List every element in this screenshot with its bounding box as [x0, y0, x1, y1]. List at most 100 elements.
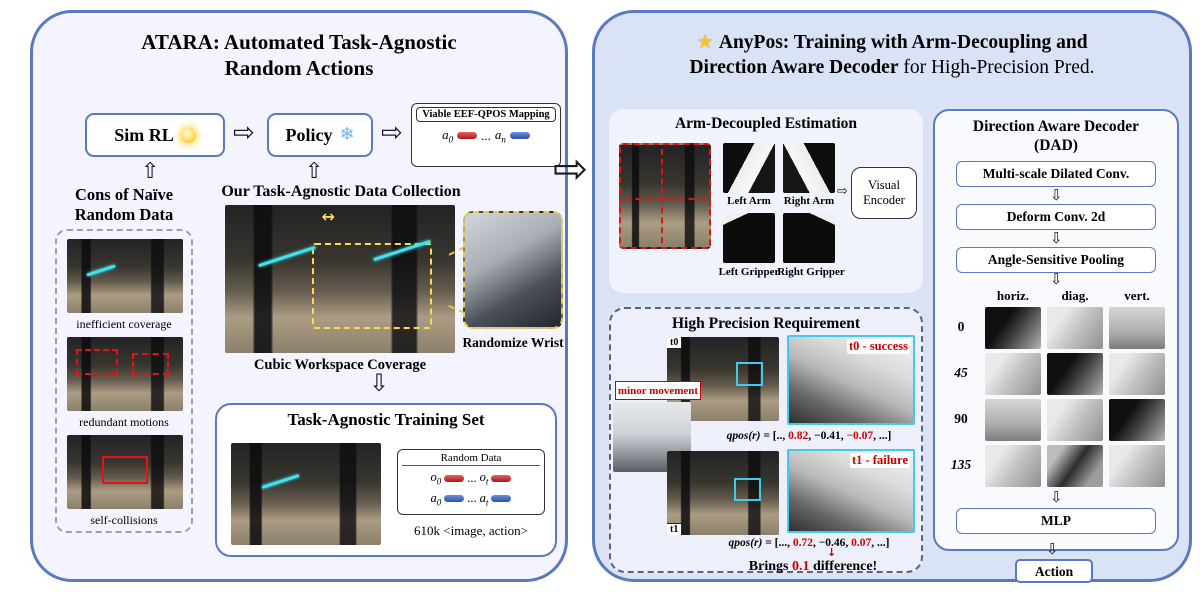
- arrow-leftright-icon: [322, 209, 335, 225]
- eq-open: = [..,: [760, 430, 786, 442]
- eq-value-red: 0.72: [792, 537, 813, 549]
- obs-token-o0: o0: [431, 470, 442, 487]
- token-base: o: [430, 470, 437, 484]
- brings-value: 0.1: [791, 559, 810, 574]
- visual-encoder-box: Visual Encoder: [851, 167, 917, 219]
- act-token-a0: a0: [431, 491, 442, 508]
- eq-close: , ...]: [873, 430, 892, 442]
- dad-block-angle-pooling: Angle-Sensitive Pooling: [956, 247, 1156, 273]
- anypos-title-bold2: Direction Aware Decoder: [689, 57, 899, 78]
- t0-result-label: t0 - success: [846, 339, 910, 354]
- orientation-tile: [1047, 353, 1103, 395]
- dad-title-line2: (DAD): [1034, 137, 1078, 154]
- randomize-wrist-photo: [463, 211, 563, 329]
- red-dashed-line: [661, 149, 664, 243]
- t1-tag: t1: [667, 523, 683, 535]
- orientation-tile: [985, 353, 1041, 395]
- observation-token-row: o0 ... o t: [402, 470, 540, 487]
- action-box: Action: [1015, 559, 1093, 583]
- token-base: a: [479, 490, 486, 505]
- arrow-up-icon: [305, 161, 323, 183]
- brings-prefix: Brings: [748, 559, 792, 574]
- blue-pill-icon: [444, 495, 465, 503]
- arrow-down-icon: [1050, 490, 1063, 505]
- mapping-title: Viable EEF-QPOS Mapping: [416, 107, 556, 122]
- arrow-down-icon: [1050, 272, 1063, 287]
- cons-examples-box: inefficient coverage redundant motions s…: [55, 229, 193, 533]
- cons-caption-2: redundant motions: [79, 415, 169, 429]
- t1-failure-photo: t1 - failure: [787, 449, 915, 533]
- minor-movement-label: minor movement: [615, 381, 701, 400]
- workspace-photo: [225, 205, 455, 353]
- token-sub: 0: [448, 134, 454, 145]
- arrow-right-icon: [233, 120, 255, 146]
- atara-title-line2: Random Actions: [224, 56, 374, 80]
- random-data-box: Random Data o0 ... ot a0 ... at: [397, 449, 545, 515]
- cyan-highlight-box: [734, 477, 762, 502]
- grid-header-vert: vert.: [1124, 288, 1150, 303]
- workspace-caption: Cubic Workspace Coverage: [253, 357, 427, 373]
- orientation-tile: [1047, 399, 1103, 441]
- led-strip: [85, 264, 116, 277]
- orientation-tile: [985, 445, 1041, 487]
- dad-block-deform-conv: Deform Conv. 2d: [956, 204, 1156, 230]
- dad-title-line1: Direction Aware Decoder: [972, 118, 1140, 135]
- t0-success-photo: t0 - success: [787, 335, 915, 425]
- token-sub: t: [485, 476, 489, 487]
- visual-encoder-line1: Visual: [868, 178, 900, 192]
- cons-caption-3: self-collisions: [90, 513, 158, 527]
- eq-open: = [...,: [762, 537, 790, 549]
- arrow-down-icon: [1050, 231, 1063, 246]
- left-arm-mask-image: [723, 143, 775, 193]
- policy-box: Policy: [267, 113, 373, 157]
- brings-suffix: difference!: [809, 559, 878, 574]
- blue-pill-icon: [491, 495, 512, 503]
- cyan-highlight-box: [736, 362, 764, 386]
- mapping-token-row: a0 ... an: [416, 127, 556, 145]
- anypos-title: AnyPos: Training with Arm-Decoupling and…: [595, 29, 1189, 80]
- anypos-title-rest: for High-Precision Pred.: [898, 57, 1095, 78]
- eq-value-red: −0.07: [846, 430, 874, 442]
- atara-title: ATARA: Automated Task-Agnostic Random Ac…: [33, 29, 565, 81]
- token-base: a: [494, 127, 502, 142]
- t1-result-label: t1 - failure: [849, 453, 910, 468]
- token-base: a: [442, 127, 449, 142]
- t0-tag: t0: [667, 337, 683, 349]
- qpos-equation-t1: qpos(r) = [..., 0.72, −0.46, 0.07, ...]: [697, 537, 921, 549]
- anypos-title-line1: AnyPos: Training with Arm-Decoupling and: [595, 29, 1189, 55]
- mlp-block: MLP: [956, 508, 1156, 534]
- token-sub: 0: [436, 476, 442, 487]
- action-token-an: an: [495, 127, 506, 145]
- anypos-title-bold1: AnyPos: Training with Arm-Decoupling and: [718, 32, 1088, 53]
- token-sub: 0: [436, 497, 442, 507]
- orientation-tile: [985, 307, 1041, 349]
- star-icon: [696, 30, 713, 53]
- arrow-right-icon: [837, 185, 848, 198]
- training-robot-photo: [231, 443, 381, 545]
- action-token-row: a0 ... at: [402, 490, 540, 508]
- eq-function: qpos(r): [726, 430, 761, 442]
- inefficient-coverage-photo: [67, 239, 183, 313]
- blue-pill-icon: [509, 132, 530, 140]
- token-sub: t: [485, 497, 489, 507]
- red-arrow-down-icon: [827, 547, 836, 558]
- training-set-count: 610k <image, action>: [414, 523, 528, 538]
- ellipsis: ...: [467, 470, 477, 485]
- eq-value-red: 0.07: [851, 537, 872, 549]
- lightbulb-icon: [180, 127, 196, 143]
- cons-caption-1: inefficient coverage: [76, 317, 172, 331]
- arrow-down-icon: [369, 371, 389, 395]
- eef-qpos-mapping-box: Viable EEF-QPOS Mapping a0 ... an: [411, 103, 561, 167]
- arrow-down-icon: [1050, 188, 1063, 203]
- high-precision-title: High Precision Requirement: [672, 315, 860, 332]
- sim-rl-box: Sim RL: [85, 113, 225, 157]
- orientation-tile: [1047, 307, 1103, 349]
- dad-title: Direction Aware Decoder (DAD): [935, 117, 1177, 155]
- training-set-box: Task-Agnostic Training Set Random Data o…: [215, 403, 557, 557]
- self-collisions-photo: [67, 435, 183, 509]
- left-gripper-mask-image: [723, 213, 775, 263]
- cons-title: Cons of Naïve Random Data: [43, 185, 205, 225]
- anypos-title-line2: Direction Aware Decoder for High-Precisi…: [595, 55, 1189, 80]
- qpos-equation-t0: qpos(r) = [.., 0.82, −0.41, −0.07, ...]: [697, 430, 921, 442]
